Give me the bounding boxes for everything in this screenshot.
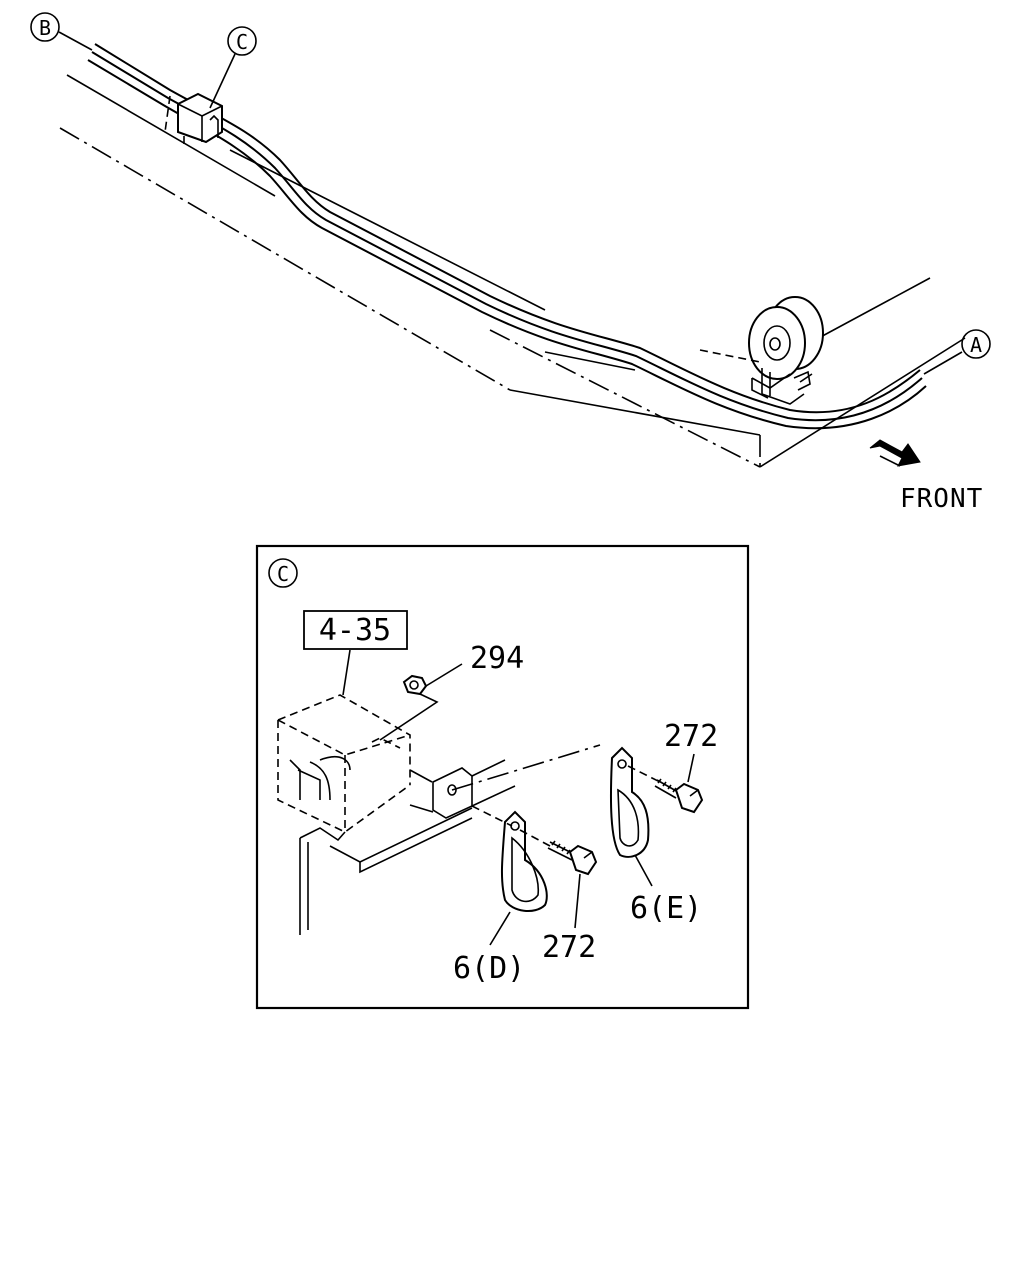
- front-label: FRONT: [900, 484, 983, 514]
- top-assembly-view: FRONT B C A: [30, 12, 991, 514]
- callout-c-top: C: [209, 26, 257, 109]
- detail-c-panel: C 4-35: [255, 544, 750, 1010]
- part-label-6d: 6(D): [453, 951, 525, 986]
- clip-6d: 6(D): [453, 805, 548, 986]
- detail-c-marker: C: [268, 558, 298, 588]
- detail-c-letter: C: [277, 562, 289, 586]
- brake-pipes: [87, 43, 927, 430]
- reference-box: 4-35: [303, 610, 408, 696]
- front-arrow-icon: [869, 439, 921, 467]
- part-label-272-upper: 272: [664, 719, 718, 754]
- bolt-272-lower: 272: [519, 829, 598, 965]
- pulley-assembly: [699, 296, 824, 405]
- callout-b-letter: B: [39, 16, 51, 40]
- callout-b: B: [30, 12, 93, 51]
- bracket-housing: [277, 694, 411, 833]
- callout-c-top-letter: C: [236, 30, 248, 54]
- callout-a-letter: A: [970, 333, 982, 357]
- mounting-bracket: [299, 744, 601, 935]
- part-label-294: 294: [470, 641, 524, 676]
- callout-a: A: [923, 329, 991, 375]
- clip-6e: 6(E): [609, 746, 702, 926]
- reference-label: 4-35: [319, 613, 391, 648]
- part-label-6e: 6(E): [630, 891, 702, 926]
- nut-294: 294: [379, 641, 524, 741]
- bolt-272-upper: 272: [627, 719, 718, 814]
- part-label-272-lower: 272: [542, 930, 596, 965]
